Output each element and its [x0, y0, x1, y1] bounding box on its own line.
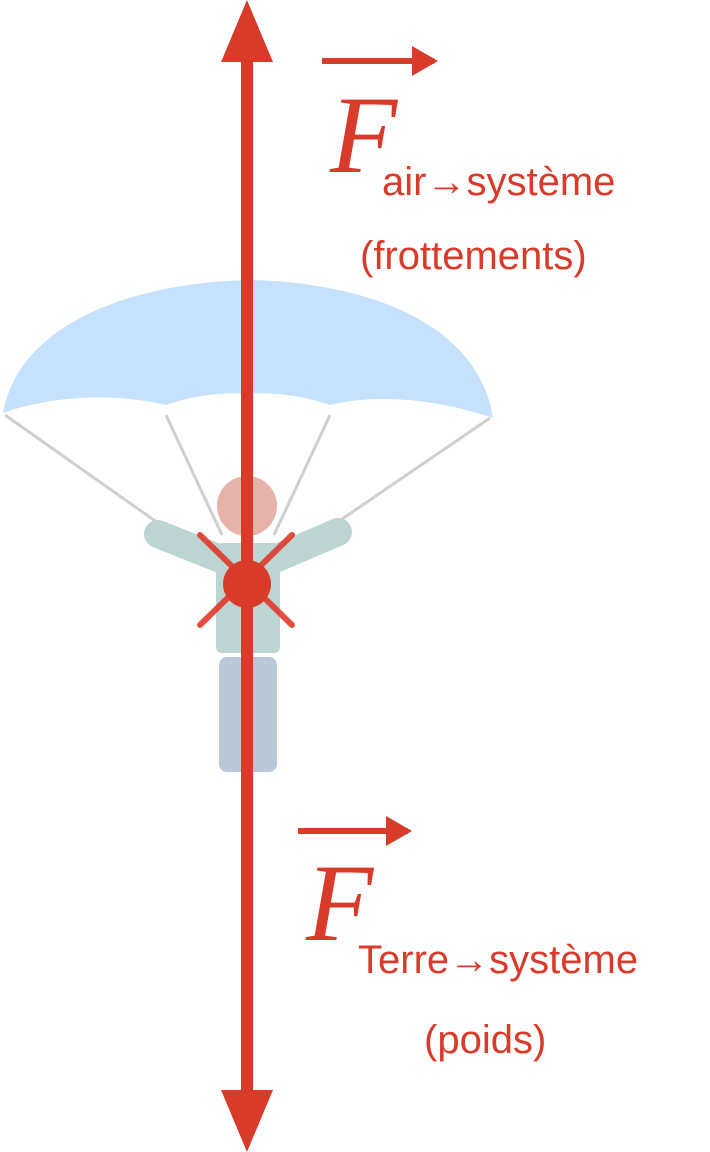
- vector-arrow-icon: [322, 46, 438, 76]
- force-label-air: F air→système (frottements): [0, 0, 710, 300]
- force-label-earth: F Terre→système (poids): [0, 800, 710, 1100]
- suspension-line-left-outer: [4, 413, 169, 532]
- application-point: [223, 560, 271, 608]
- vector-arrow-icon: [298, 816, 412, 846]
- parachutist-left-arm: [144, 520, 242, 576]
- force-note-air: (frottements): [360, 234, 587, 278]
- parachutist-right-arm: [254, 518, 352, 576]
- force-subscript-earth: Terre→système: [358, 938, 639, 982]
- suspension-line-right-outer: [325, 416, 491, 532]
- suspension-line-right-inner: [272, 414, 332, 536]
- force-note-earth: (poids): [424, 1018, 547, 1062]
- suspension-lines: [4, 413, 491, 536]
- force-symbol-air: F: [330, 74, 398, 196]
- force-arrow-air: [221, 0, 273, 584]
- force-symbol-earth: F: [306, 842, 374, 964]
- force-subscript-air: air→système: [382, 160, 616, 204]
- force-arrow-earth: [221, 584, 273, 1152]
- suspension-line-left-inner: [164, 414, 224, 536]
